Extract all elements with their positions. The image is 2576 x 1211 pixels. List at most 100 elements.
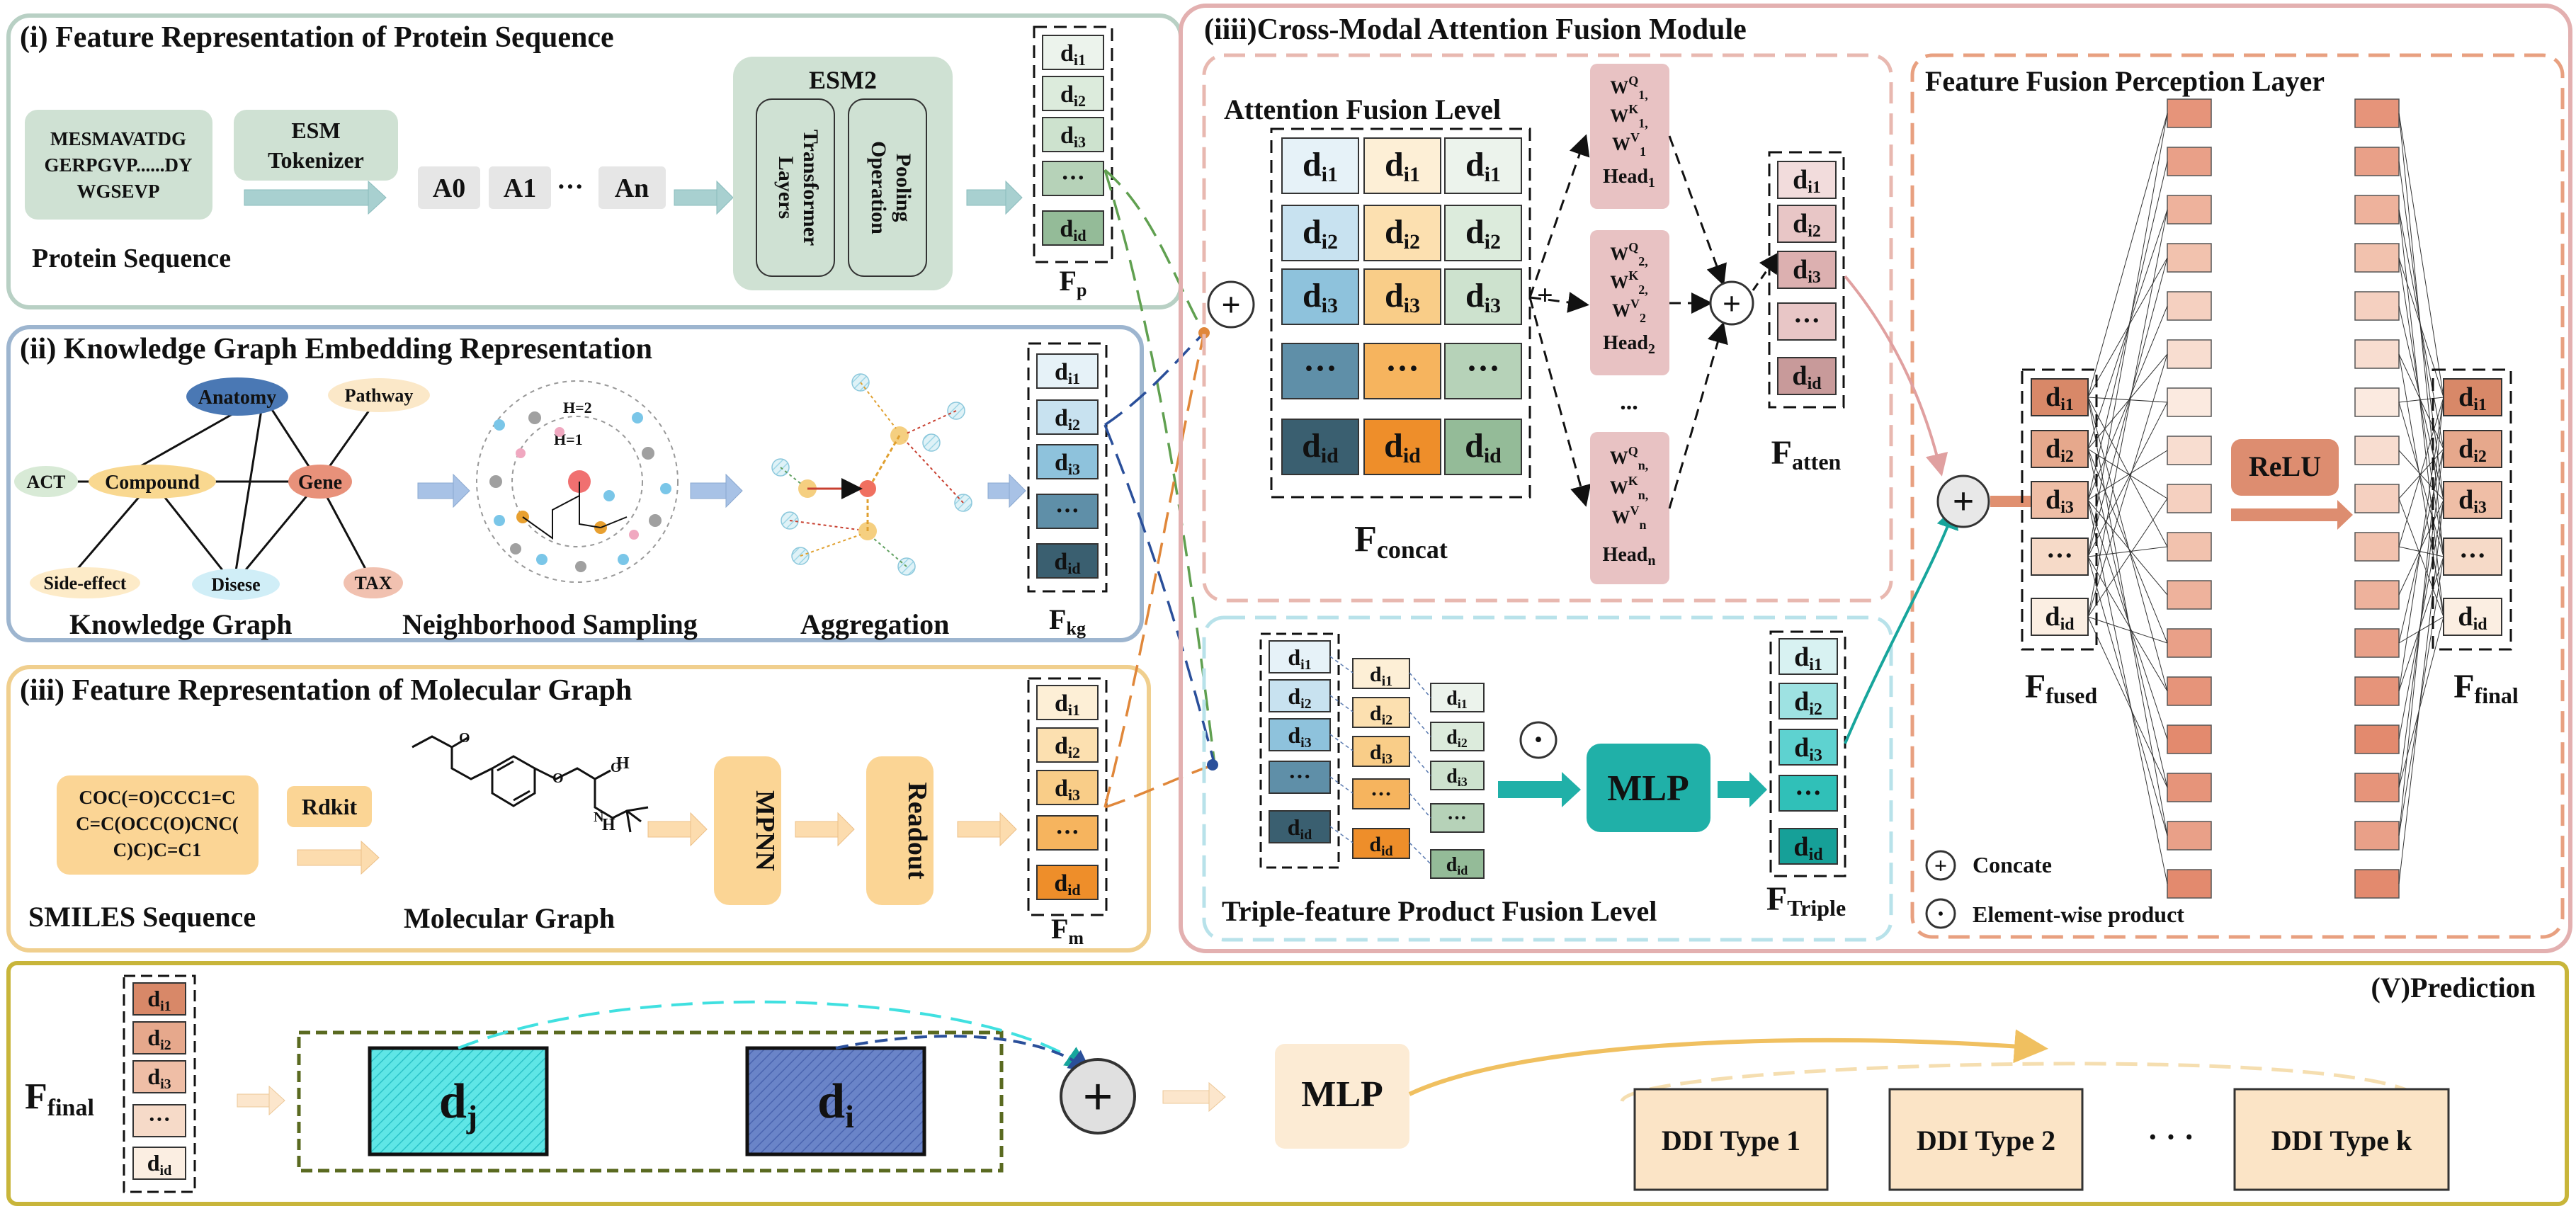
sampling-to-aggregation-arrow bbox=[690, 473, 743, 508]
mpnn-label: MPNN bbox=[750, 790, 780, 871]
mlp-layer-2-neuron bbox=[2354, 628, 2400, 658]
ffinal-cell-dots: ··· bbox=[2443, 538, 2502, 576]
hidden-to-final-link bbox=[2398, 397, 2444, 692]
pooling-operation-box bbox=[848, 98, 927, 277]
kg-feature-vector: di1 di2 di3 ··· did Fkg bbox=[1027, 342, 1108, 639]
mol-panel-title: (iii) Feature Representation of Molecula… bbox=[20, 674, 632, 707]
svg-text:di1: di1 bbox=[1055, 690, 1080, 719]
mlp-layer-2-neuron bbox=[2354, 676, 2400, 706]
fp-cell-i2: di2 bbox=[1042, 76, 1104, 111]
svg-text:did: did bbox=[1384, 427, 1421, 467]
svg-text:dj: dj bbox=[439, 1074, 477, 1135]
mol-oxygen-1: O bbox=[459, 730, 470, 746]
transformer-line2: Layers bbox=[774, 157, 798, 219]
tp-cell-i2: di2 bbox=[1430, 722, 1485, 751]
mol-feature-vector: di1 di2 di3 ··· did Fm bbox=[1027, 677, 1108, 948]
perception-frame bbox=[1910, 53, 2565, 939]
esm-input-arrow bbox=[674, 180, 734, 215]
concat-row-i3: di3 di3 di3 bbox=[1281, 268, 1522, 325]
transformer-layers-box bbox=[756, 98, 835, 277]
svg-text:···: ··· bbox=[2046, 541, 2073, 571]
ffused-cell-i1: di1 bbox=[2031, 378, 2089, 416]
fused-to-hidden-link bbox=[2087, 616, 2168, 644]
svg-text:di2: di2 bbox=[1385, 213, 1420, 254]
svg-text:WQ2,: WQ2, bbox=[1610, 240, 1648, 268]
tkg-cell-i2: di2 bbox=[1269, 679, 1331, 712]
svg-text:···: ··· bbox=[1303, 350, 1337, 387]
svg-text:Headn: Headn bbox=[1603, 544, 1656, 569]
ffinal-label: Ffinal bbox=[2453, 668, 2519, 708]
svg-text:di3: di3 bbox=[1370, 741, 1392, 767]
hidden-to-final-link bbox=[2398, 113, 2444, 398]
svg-text:di1: di1 bbox=[147, 986, 171, 1014]
fused-to-hidden-link bbox=[2087, 450, 2168, 501]
svg-text:di3: di3 bbox=[1288, 722, 1311, 751]
mlp-layer-1-neuron bbox=[2167, 821, 2212, 851]
svg-text:di2: di2 bbox=[1303, 213, 1338, 254]
svg-text:di1: di1 bbox=[1794, 642, 1822, 674]
kg-node-disese: Disese bbox=[192, 569, 280, 600]
concat-row-i1: di1 di1 di1 bbox=[1281, 137, 1522, 194]
fused-to-hidden-link bbox=[2087, 448, 2168, 788]
svg-text:An: An bbox=[615, 174, 649, 203]
fused-to-hidden-link bbox=[2087, 353, 2168, 450]
svg-text:Anatomy: Anatomy bbox=[198, 387, 276, 409]
transformer-line1: Transformer bbox=[799, 130, 822, 246]
hidden-to-final-link bbox=[2398, 556, 2444, 692]
svg-text:di2: di2 bbox=[1793, 209, 1821, 241]
concat-plus-circle: + bbox=[1207, 280, 1255, 329]
fused-to-hidden-link bbox=[2087, 546, 2168, 557]
svg-text:di3: di3 bbox=[1465, 277, 1501, 317]
mol-panel: (iii) Feature Representation of Molecula… bbox=[6, 665, 1151, 953]
svg-text:Gene: Gene bbox=[298, 472, 342, 494]
fm-cell-id: did bbox=[1036, 865, 1099, 900]
svg-text:di3: di3 bbox=[1446, 766, 1468, 789]
mlp-layer-1-neuron bbox=[2167, 195, 2212, 224]
mlp-layer-2-neuron bbox=[2354, 484, 2400, 513]
svg-text:di1: di1 bbox=[1303, 146, 1338, 186]
ddi-type-1: DDI Type 1 bbox=[1633, 1088, 1829, 1191]
pred-final-label: Ffinal bbox=[25, 1076, 94, 1121]
molecular-graph-label: Molecular Graph bbox=[404, 902, 615, 934]
pred-cell-dots: ··· bbox=[132, 1104, 186, 1137]
hidden-to-final-link bbox=[2398, 397, 2444, 836]
tkg-cell-dots: ··· bbox=[1269, 761, 1331, 794]
fkg-cell-dots: ··· bbox=[1036, 494, 1099, 529]
svg-text:WQ1,: WQ1, bbox=[1610, 74, 1648, 102]
attention-head-n: WQn, WKn, WVn Headn bbox=[1590, 432, 1669, 584]
pred-input-arrow bbox=[237, 1085, 285, 1116]
tp-cell-i3: di3 bbox=[1430, 761, 1485, 790]
hop-label-h2: H=2 bbox=[563, 399, 592, 416]
svg-text:di2: di2 bbox=[1055, 733, 1080, 761]
ffinal-cell-id: did bbox=[2443, 598, 2502, 636]
svg-text:di1: di1 bbox=[1385, 146, 1420, 186]
svg-text:di2: di2 bbox=[147, 1025, 171, 1053]
tm-cell-i1: di1 bbox=[1352, 658, 1410, 689]
fm-cell-i2: di2 bbox=[1036, 727, 1099, 763]
mlp-layer-2-neuron bbox=[2354, 724, 2400, 754]
readout-box bbox=[866, 756, 934, 905]
mlp-layer-2-neuron bbox=[2354, 243, 2400, 273]
svg-text:di2: di2 bbox=[1794, 687, 1822, 719]
mlp-layer-2-neuron bbox=[2354, 532, 2400, 562]
svg-text:Element-wise product: Element-wise product bbox=[1973, 902, 2184, 927]
token-a0: A0 bbox=[418, 166, 480, 209]
kg-node-anatomy: Anatomy bbox=[186, 377, 288, 416]
hidden-to-final-link bbox=[2398, 397, 2444, 403]
svg-text:Side-effect: Side-effect bbox=[44, 573, 127, 593]
fp-cell-i3: di3 bbox=[1042, 117, 1104, 152]
ftriple-cell-i1: di1 bbox=[1778, 638, 1838, 675]
smiles-box bbox=[57, 775, 259, 875]
fused-to-hidden-link bbox=[2087, 209, 2168, 618]
svg-text:di1: di1 bbox=[1370, 663, 1392, 689]
mol-nitrogen: N bbox=[594, 809, 604, 825]
svg-text:di3: di3 bbox=[2046, 485, 2074, 517]
svg-text:di2: di2 bbox=[1370, 702, 1392, 728]
aggregation-output-arrow bbox=[987, 473, 1026, 508]
di-to-concat-curve bbox=[835, 1035, 1092, 1073]
smiles-label: SMILES Sequence bbox=[28, 901, 256, 933]
fatten-cell-i2: di2 bbox=[1777, 205, 1837, 243]
fused-to-hidden-link bbox=[2087, 113, 2168, 557]
kg-panel: (ii) Knowledge Graph Embedding Represent… bbox=[6, 325, 1144, 642]
